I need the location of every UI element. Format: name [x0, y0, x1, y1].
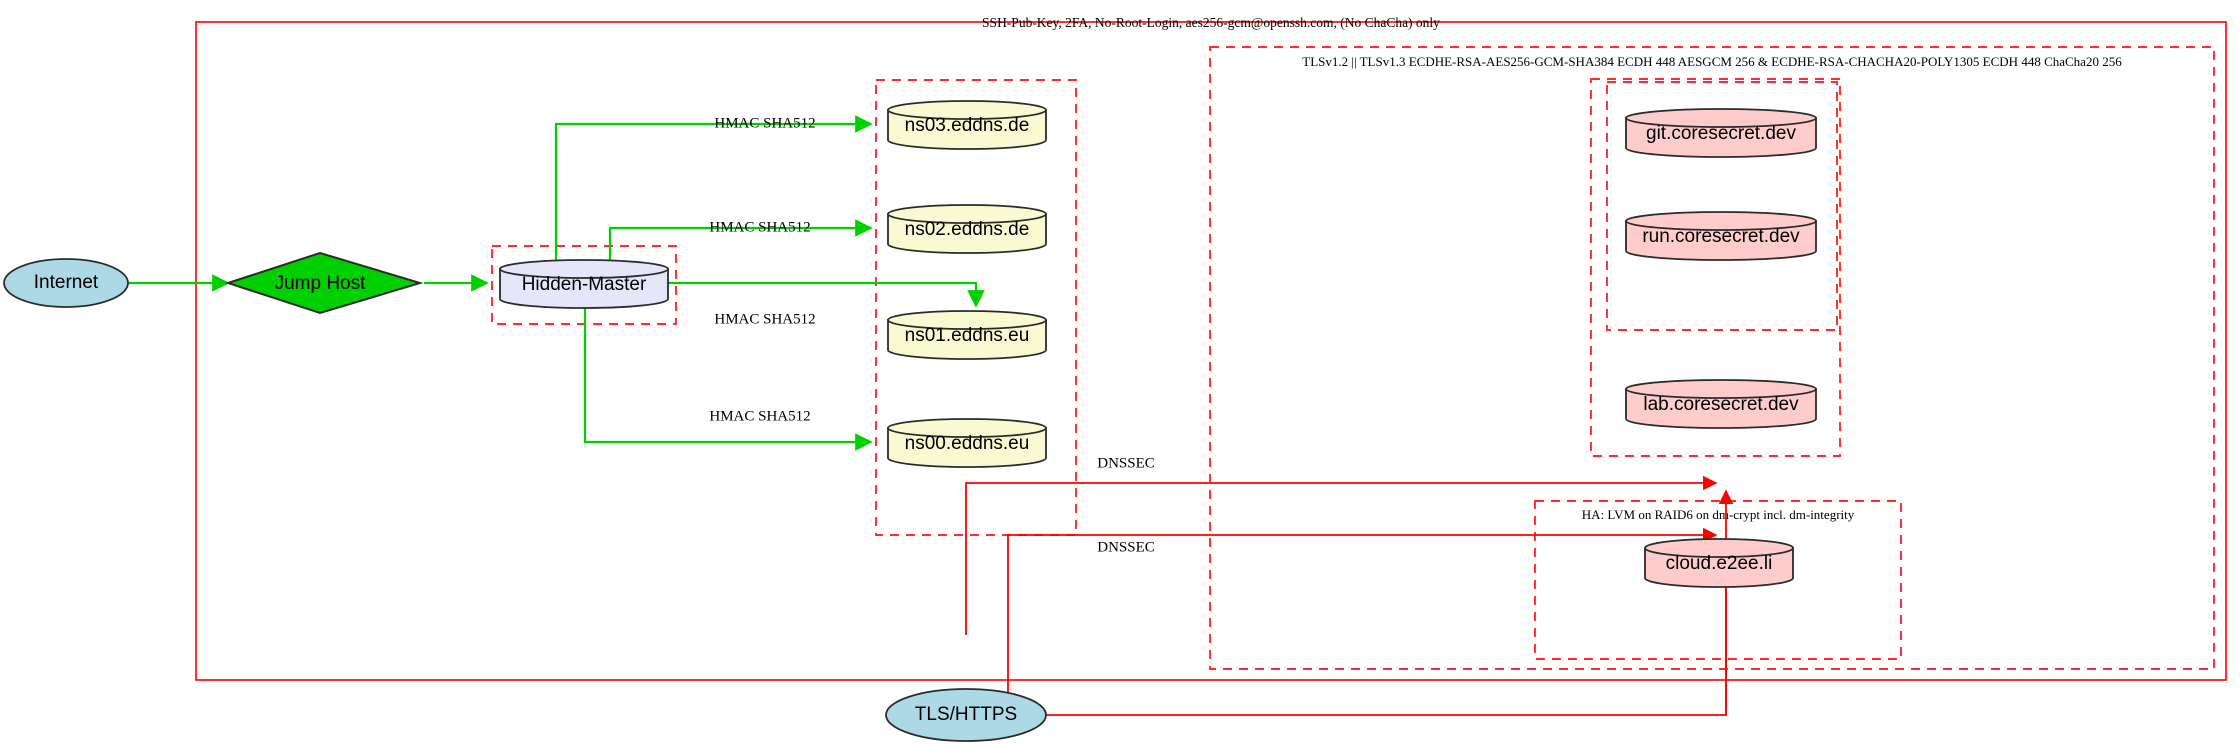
cluster-tls-label: TLSv1.2 || TLSv1.3 ECDHE-RSA-AES256-GCM-…: [1302, 54, 2122, 69]
node-jump-host[interactable]: Jump Host: [224, 251, 424, 315]
node-hidden-master-label: Hidden-Master: [522, 274, 647, 295]
cluster-ha-label: HA: LVM on RAID6 on dm-crypt incl. dm-in…: [1582, 507, 1855, 522]
node-ns00[interactable]: ns00.eddns.eu: [887, 418, 1047, 468]
cluster-ssh-outer: [195, 21, 2227, 681]
node-git-coresecret[interactable]: git.coresecret.dev: [1625, 108, 1817, 158]
node-ns02[interactable]: ns02.eddns.de: [887, 204, 1047, 254]
node-run-coresecret[interactable]: run.coresecret.dev: [1625, 211, 1817, 261]
edge-label-hmac-ns03: HMAC SHA512: [714, 115, 815, 131]
node-cloud-label: cloud.e2ee.li: [1666, 553, 1773, 574]
edge-dnssec-upper: [965, 475, 1718, 635]
node-jump-host-label: Jump Host: [275, 273, 367, 294]
node-hidden-master[interactable]: Hidden-Master: [499, 259, 669, 309]
node-tls-https[interactable]: TLS/HTTPS: [885, 688, 1047, 742]
edge-label-hmac-ns02: HMAC SHA512: [709, 219, 810, 235]
node-internet-label: Internet: [34, 272, 99, 293]
edge-hiddenmaster-to-ns02: [608, 219, 873, 262]
node-lab-label: lab.coresecret.dev: [1643, 394, 1799, 415]
cluster-ssh-label: SSH-Pub-Key, 2FA, No-Root-Login, aes256-…: [982, 15, 1440, 30]
edge-label-dnssec-lower: DNSSEC: [1097, 539, 1155, 555]
node-ns02-label: ns02.eddns.de: [905, 219, 1030, 240]
node-ns00-label: ns00.eddns.eu: [905, 433, 1030, 454]
edge-label-hmac-ns01: HMAC SHA512: [714, 311, 815, 327]
cluster-ha: [1534, 500, 1902, 660]
cluster-dns: [875, 79, 1077, 536]
edge-label-hmac-ns00: HMAC SHA512: [709, 408, 810, 424]
edge-tlshttps-to-cloud: [1046, 489, 1734, 716]
node-tls-https-label: TLS/HTTPS: [915, 704, 1017, 725]
node-ns01-label: ns01.eddns.eu: [905, 325, 1030, 346]
edge-hiddenmaster-to-ns00: [583, 305, 873, 451]
cluster-coresecret: [1606, 81, 1838, 331]
edge-hiddenmaster-to-ns03: [554, 115, 873, 265]
node-lab-coresecret[interactable]: lab.coresecret.dev: [1625, 379, 1817, 429]
node-ns03[interactable]: ns03.eddns.de: [887, 100, 1047, 150]
edge-label-dnssec-upper: DNSSEC: [1097, 455, 1155, 471]
node-internet[interactable]: Internet: [3, 258, 129, 308]
edge-hiddenmaster-to-ns01: [668, 281, 985, 308]
node-run-label: run.coresecret.dev: [1642, 226, 1800, 247]
node-cloud-e2ee[interactable]: cloud.e2ee.li: [1644, 538, 1794, 588]
node-ns03-label: ns03.eddns.de: [905, 115, 1030, 136]
edge-dnssec-lower: [1007, 527, 1718, 700]
node-git-label: git.coresecret.dev: [1646, 123, 1796, 144]
cluster-tls: [1209, 46, 2215, 670]
cluster-coresecret-outer: [1590, 78, 1841, 457]
node-ns01[interactable]: ns01.eddns.eu: [887, 310, 1047, 360]
